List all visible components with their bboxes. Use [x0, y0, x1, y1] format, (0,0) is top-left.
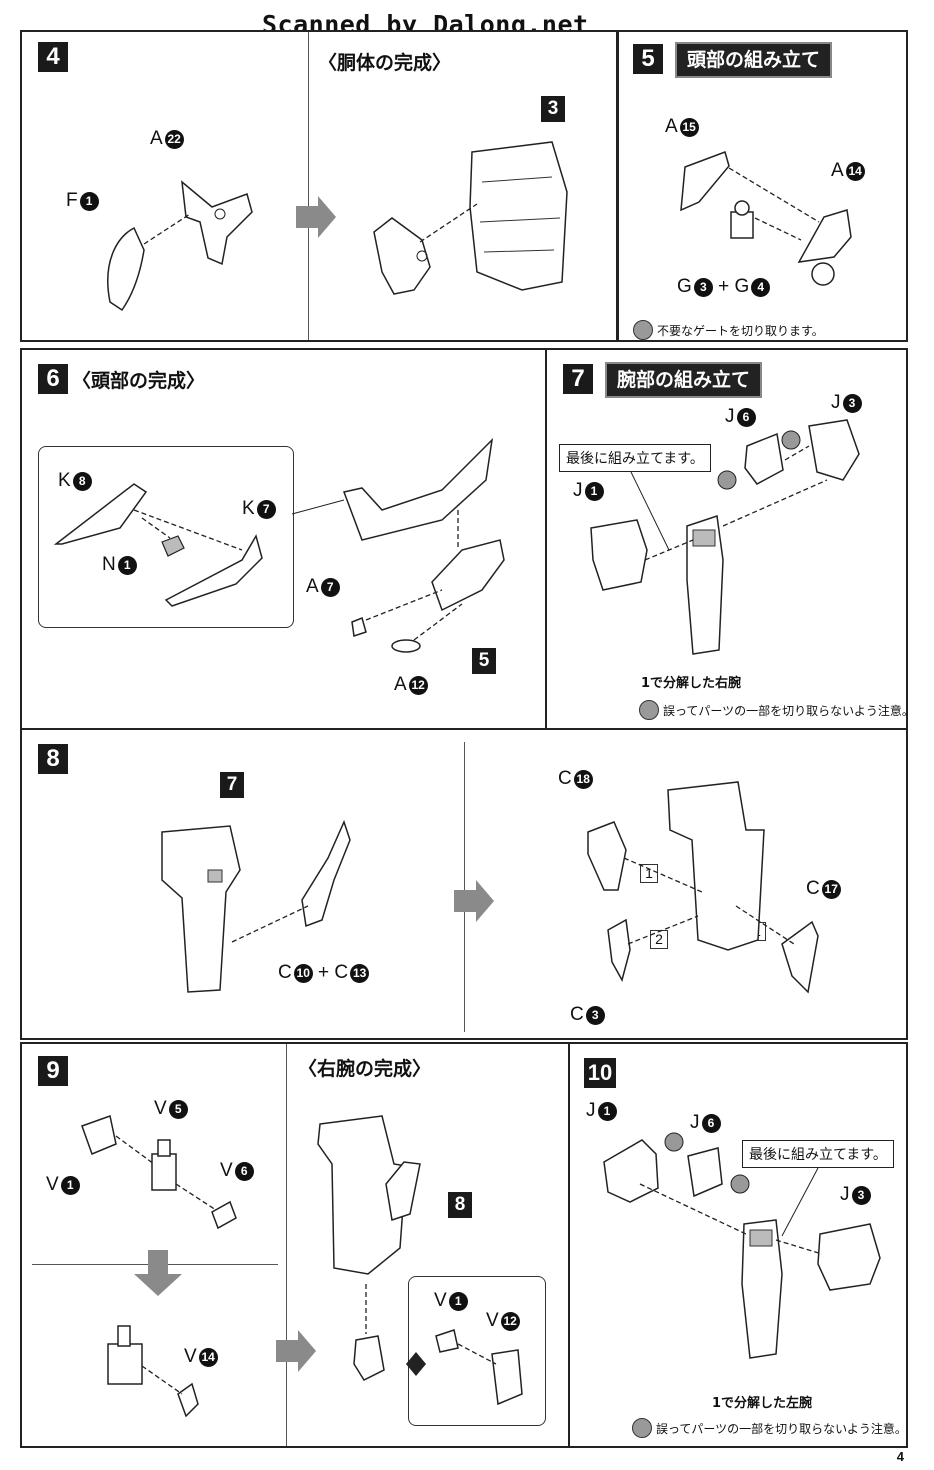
step-number: 6: [38, 364, 68, 394]
step-number: 7: [563, 364, 593, 394]
step-number: 5: [633, 44, 663, 74]
caution-note: 誤ってパーツの一部を切り取らないよう注意。: [639, 700, 906, 720]
disassembled-right-arm-note: 1で分解した右腕: [641, 676, 742, 691]
step-10-illustration: [603, 1132, 881, 1359]
step-number: 10: [584, 1058, 616, 1088]
caution-icon: [632, 1418, 652, 1438]
disassembled-left-arm-note: 1で分解した左腕: [712, 1396, 813, 1411]
order-marker: 1: [640, 864, 658, 883]
reference-step-8: 8: [448, 1192, 472, 1218]
reference-step-7: 7: [220, 772, 244, 798]
reference-step-3: 3: [541, 96, 565, 122]
step-8-illustration: [161, 781, 819, 994]
step-5-illustration: [680, 151, 852, 286]
step-number: 4: [38, 42, 68, 72]
subtitle: 〈頭部の完成〉: [72, 370, 206, 392]
step-number: 9: [38, 1056, 68, 1086]
cut-gate-note: 不要なゲートを切り取ります。: [633, 320, 824, 340]
caution-icon: [639, 700, 659, 720]
order-marker: 2: [650, 930, 668, 949]
page-number: 4: [896, 1449, 904, 1464]
divider: [464, 742, 465, 1032]
step-title: 腕部の組み立て: [605, 362, 763, 398]
assemble-last-callout: 最後に組み立てます。: [742, 1140, 894, 1168]
assemble-last-callout: 最後に組み立てます。: [559, 444, 711, 472]
reference-step-5: 5: [472, 648, 496, 674]
divider: [286, 1044, 287, 1446]
step-title: 頭部の組み立て: [675, 42, 833, 78]
step-6-illustration: [53, 437, 505, 653]
nipper-icon: [633, 320, 653, 340]
sub-assembly-inset: [38, 446, 294, 628]
divider: [308, 32, 309, 340]
step-number: 8: [38, 744, 68, 774]
next-arrow-icon: [276, 1330, 316, 1372]
step-8-panel: 8 7 C10 + C13 C18 C17 C3 1 2 1: [20, 728, 908, 1040]
caution-note: 誤ってパーツの一部を切り取らないよう注意。: [632, 1418, 906, 1438]
subtitle: 〈右腕の完成〉: [298, 1058, 432, 1080]
hand-inset: [408, 1276, 546, 1426]
step-9-illustration: [81, 1115, 523, 1418]
next-arrow-icon: [296, 196, 336, 238]
next-arrow-icon: [454, 880, 494, 922]
subtitle: 〈胴体の完成〉: [318, 52, 452, 74]
step-4-illustration: [107, 141, 568, 312]
step-7-illustration: [590, 419, 860, 655]
